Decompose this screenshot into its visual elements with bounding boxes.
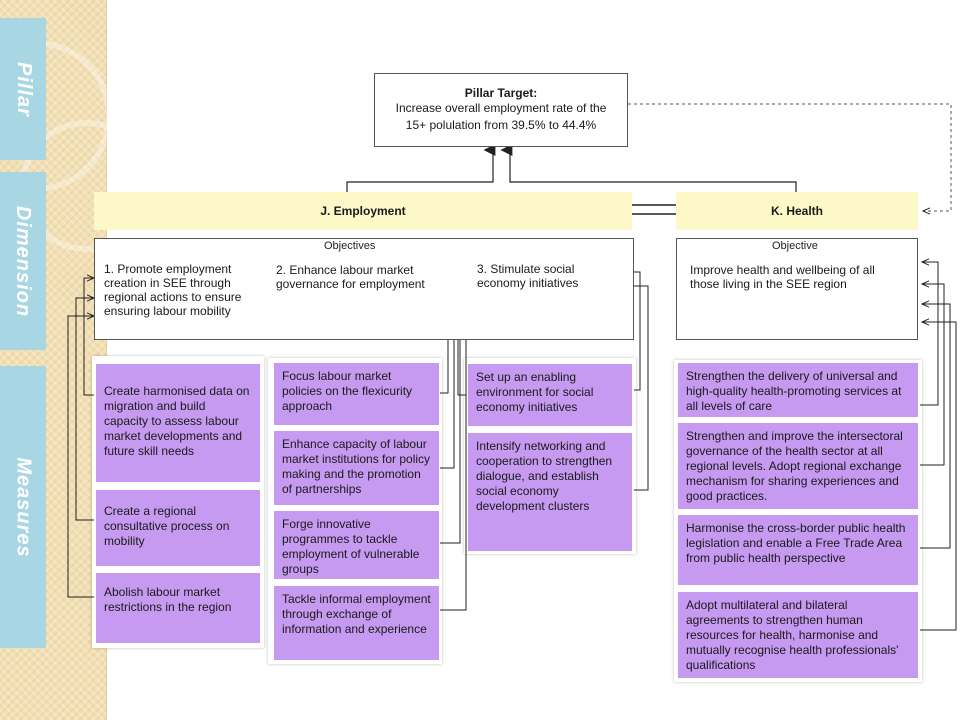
pillar-target-line1: Increase overall employment rate of the bbox=[395, 101, 607, 115]
measure-box: Strengthen and improve the intersectoral… bbox=[677, 422, 919, 510]
measure-text: Tackle informal employment through excha… bbox=[282, 592, 431, 636]
health-objective-text: Improve health and wellbeing of all thos… bbox=[690, 263, 875, 291]
side-tab-measures: Measures bbox=[0, 366, 46, 648]
employment-objectives-heading: Objectives bbox=[324, 240, 376, 252]
measure-text: Set up an enabling environment for socia… bbox=[476, 370, 594, 414]
dimension-health: K. Health bbox=[676, 192, 918, 230]
objective-3: 3. Stimulate social economy initiatives bbox=[477, 262, 579, 290]
dimension-employment-label: J. Employment bbox=[320, 204, 406, 218]
measure-text: Create a regional consultative process o… bbox=[104, 504, 230, 548]
measure-box: Harmonise the cross-border public health… bbox=[677, 514, 919, 586]
employment-objectives-panel bbox=[94, 238, 634, 340]
health-objective-panel bbox=[676, 238, 918, 340]
measure-box: Enhance capacity of labour market instit… bbox=[273, 430, 440, 506]
measure-text: Intensify networking and cooperation to … bbox=[476, 439, 613, 513]
measure-box: Strengthen the delivery of universal and… bbox=[677, 362, 919, 418]
dimension-employment: J. Employment bbox=[94, 192, 632, 230]
measure-box: Intensify networking and cooperation to … bbox=[467, 432, 633, 552]
measure-text: Abolish labour market restrictions in th… bbox=[104, 585, 232, 614]
measure-text: Enhance capacity of labour market instit… bbox=[282, 437, 431, 496]
measure-text: Create harmonised data on migration and … bbox=[104, 384, 250, 458]
pillar-target-line2: 15+ polulation from 39.5% to 44.4% bbox=[405, 118, 597, 132]
measure-box: Tackle informal employment through excha… bbox=[273, 585, 440, 661]
measure-box: Create harmonised data on migration and … bbox=[95, 363, 261, 483]
health-objective-heading: Objective bbox=[772, 240, 818, 252]
side-tab-dimension: Dimension bbox=[0, 172, 46, 350]
measure-text: Focus labour market policies on the flex… bbox=[282, 369, 413, 413]
objective-1: 1. Promote employment creation in SEE th… bbox=[104, 262, 242, 318]
measure-text: Harmonise the cross-border public health… bbox=[686, 521, 906, 565]
measure-text: Strengthen the delivery of universal and… bbox=[686, 369, 902, 413]
measure-box: Create a regional consultative process o… bbox=[95, 489, 261, 567]
measure-box: Adopt multilateral and bilateral agreeme… bbox=[677, 591, 919, 679]
measure-box: Abolish labour market restrictions in th… bbox=[95, 572, 261, 644]
measure-box: Set up an enabling environment for socia… bbox=[467, 363, 633, 427]
measure-text: Forge innovative programmes to tackle em… bbox=[282, 517, 420, 576]
measure-text: Adopt multilateral and bilateral agreeme… bbox=[686, 598, 899, 672]
pillar-target-box: Pillar Target: Increase overall employme… bbox=[374, 73, 628, 147]
objective-2: 2. Enhance labour market governance for … bbox=[276, 263, 425, 291]
measure-box: Focus labour market policies on the flex… bbox=[273, 362, 440, 426]
measure-box: Forge innovative programmes to tackle em… bbox=[273, 510, 440, 580]
dimension-health-label: K. Health bbox=[770, 204, 823, 218]
measure-text: Strengthen and improve the intersectoral… bbox=[686, 429, 903, 503]
pillar-target-title: Pillar Target: bbox=[464, 86, 538, 100]
side-tab-pillar: Pillar bbox=[0, 18, 46, 160]
